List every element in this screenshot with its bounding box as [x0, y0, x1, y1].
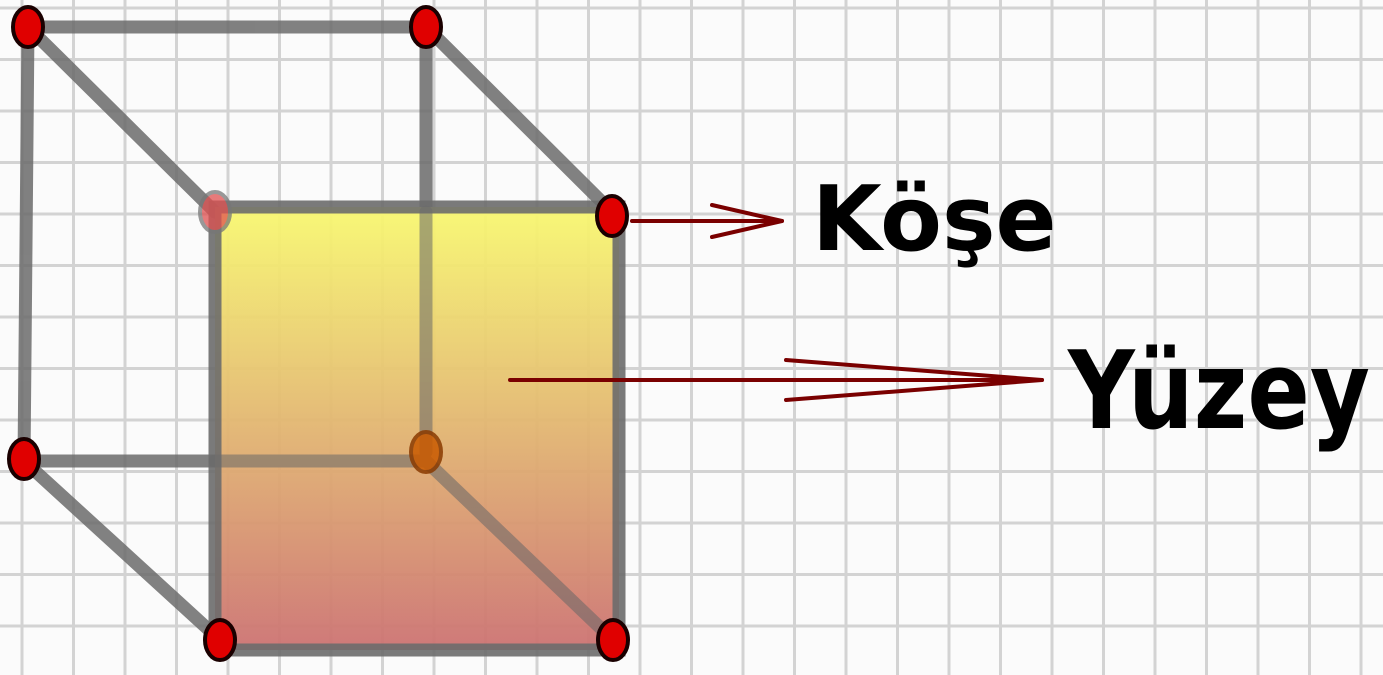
- edge-top-right-depth: [419, 20, 619, 219]
- cube-vertices: [7, 5, 630, 662]
- arrow-to-corner-label: [630, 203, 784, 239]
- edge-hidden-diagonal: [419, 454, 620, 647]
- cube-front-face-border: [208, 200, 626, 657]
- vertex-front-top-left: [198, 190, 232, 234]
- vertex-front-bottom-left: [203, 618, 237, 662]
- vertex-back-top-right: [409, 5, 443, 49]
- edge-top-left-depth: [21, 20, 222, 219]
- arrow-corner-head: [710, 203, 784, 239]
- vertex-front-top-right: [595, 194, 629, 238]
- vertex-back-bottom-left: [7, 437, 41, 481]
- vertex-front-bottom-right: [596, 618, 630, 662]
- arrow-to-face-label: [508, 358, 1044, 402]
- cube-hidden-edges-through-face: [208, 205, 620, 647]
- vertex-back-top-left: [11, 5, 45, 49]
- edge-back-left: [17, 20, 35, 468]
- corner-label: Köşe: [812, 167, 1057, 272]
- face-label: Yüzey: [1066, 329, 1370, 454]
- edge-bottom-left-depth: [17, 454, 227, 647]
- vertex-back-bottom-right: [409, 430, 443, 474]
- arrow-face-head: [784, 358, 1044, 402]
